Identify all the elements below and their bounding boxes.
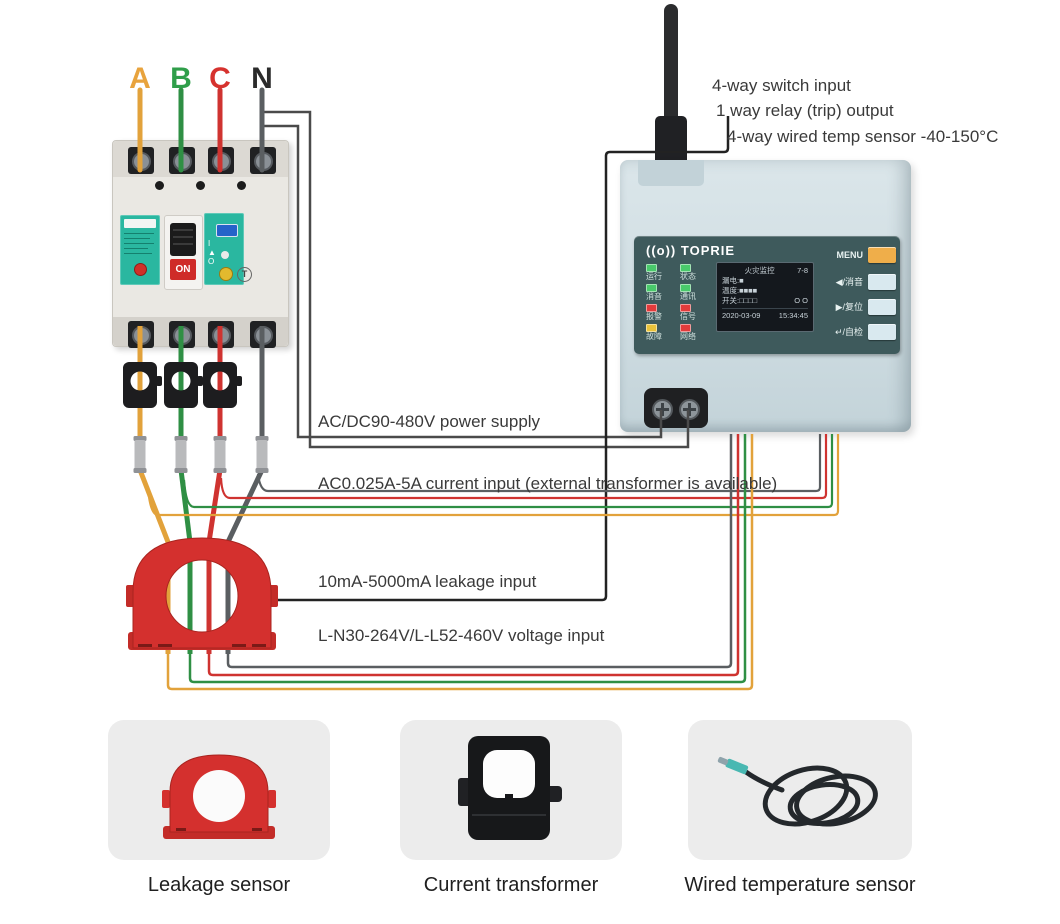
annotation-temp-sensor: 4-way wired temp sensor -40-150°C [727,127,999,146]
product-card-temp-sensor [688,720,912,860]
reset-button [868,298,896,315]
breaker-on-label: ON [170,259,196,280]
mute-button [868,273,896,290]
led-fault [646,324,657,332]
phase-label-a: A [129,62,151,95]
annotation-power-supply: AC/DC90-480V power supply [318,412,541,431]
led-comm [680,284,691,292]
product-label-temp-sensor: Wired temperature sensor [684,874,916,896]
led-network [680,324,691,332]
screen-date: 2020-03-09 [722,311,761,320]
annotation-current-input: AC0.025A-5A current input (external tran… [318,474,778,493]
breaker-terminal [128,321,154,348]
annotation-leakage-input: 10mA-5000mA leakage input [318,572,537,591]
phase-label-n: N [251,62,273,95]
led-signal [680,304,691,312]
wire-a [137,326,171,654]
temp-sensor-image [717,756,878,827]
product-label-current-transformer: Current transformer [423,874,599,896]
breaker-test-button [219,267,233,281]
led-run [646,264,657,272]
lcd-screen: 火灾监控 7-8 漏电:■ 温度:■■■■ 开关:□□□□ O O 2020-03-… [716,262,814,332]
ct-clamp [123,362,242,408]
led-mute [646,284,657,292]
wireless-icon: ((o)) [646,243,677,258]
screen-title: 火灾监控 [744,266,775,275]
brand-logo: ((o)) TOPRIE [646,243,736,258]
breaker-terminal [208,147,234,174]
breaker-test-label: T [237,267,252,282]
wire-c [206,326,223,654]
screen-switch-row: 开关:□□□□ [722,296,758,305]
breaker-label-right: I▲O [204,213,244,285]
menu-button [868,246,896,263]
breaker-label-left [120,215,160,285]
breaker-toggle-assembly: ON [164,215,203,290]
leakage-ring [126,537,278,650]
power-terminal-block [644,388,708,428]
menu-label: MENU [836,249,864,260]
selfcheck-button [868,323,896,340]
product-card-leakage-sensor [108,720,330,860]
breaker-terminal [250,147,276,174]
antenna-notch [638,160,704,186]
circuit-breaker: ON I▲O T [112,140,289,348]
led-grid: 运行 状态 消音 通讯 报警 信号 故障 网络 [646,264,712,341]
inline-fuse [133,436,269,473]
current-signal-b [182,434,834,509]
screen-page: 7-8 [797,266,808,275]
current-transformer-image [458,736,562,840]
selfcheck-key-label: ↵/自检 [834,327,863,337]
breaker-terminal [169,321,195,348]
leakage-sensor-image [162,754,276,839]
antenna [664,4,678,128]
wire-b [178,326,193,654]
breaker-terminal [208,321,234,348]
breaker-terminal [128,147,154,174]
breaker-terminal [169,147,195,174]
breaker-selector-switch [216,224,238,237]
breaker-red-button [134,263,147,276]
product-card-current-transformer [400,720,622,860]
phase-label-c: C [209,62,231,95]
mute-key-label: ◀/消音 [835,277,863,287]
phase-label-b: B [170,62,192,95]
wire-n [225,326,265,654]
screen-time: 15:34:45 [778,311,808,320]
screen-switch-status: O O [794,296,808,305]
reset-key-label: ▶/复位 [835,302,863,312]
breaker-terminal [250,321,276,348]
led-alarm [646,304,657,312]
annotation-voltage-input: L-N30-264V/L-L52-460V voltage input [318,626,605,645]
led-status [680,264,691,272]
power-wire [262,124,663,439]
breaker-toggle [170,223,196,256]
annotation-relay-output: 1 way relay (trip) output [716,101,894,120]
product-label-leakage-sensor: Leakage sensor [147,874,291,896]
voltage-wire-a [166,434,754,691]
screen-leakage-row: 漏电:■ [722,276,744,285]
annotation-switch-input: 4-way switch input [712,76,851,95]
screen-temp-row: 温度:■■■■ [722,286,758,295]
device-front-panel: ((o)) TOPRIE 运行 状态 消音 通讯 报警 信号 故障 网络 火灾监… [634,236,900,354]
fire-monitor-device: ((o)) TOPRIE 运行 状态 消音 通讯 报警 信号 故障 网络 火灾监… [620,160,911,432]
